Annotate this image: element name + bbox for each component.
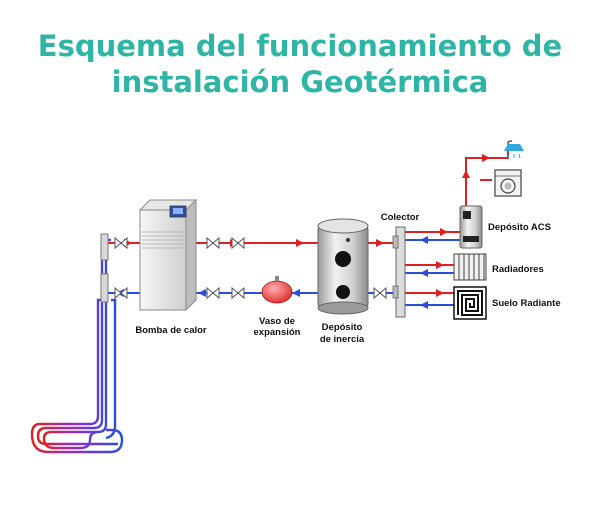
heat-pump-icon — [138, 198, 198, 312]
flow-arrows — [116, 154, 490, 309]
floor-heating-icon — [453, 286, 487, 320]
dhw-tank-icon — [459, 205, 483, 249]
expansion-vessel-label-1: Vaso de — [259, 316, 295, 327]
heat-pump-label: Bomba de calor — [135, 325, 207, 336]
inertia-tank-label-2: de inercia — [320, 334, 365, 345]
valve-icon — [114, 236, 387, 300]
inertia-tank-label-1: Depósito — [322, 322, 363, 333]
washing-machine-icon — [494, 169, 522, 197]
radiators-label: Radiadores — [492, 264, 544, 275]
floor-heating-label: Suelo Radiante — [492, 298, 561, 309]
expansion-vessel-label-2: expansión — [254, 327, 301, 338]
collector-label: Colector — [381, 212, 420, 223]
inertia-tank-icon — [317, 218, 369, 315]
ground-manifold — [100, 233, 109, 303]
radiator-icon — [453, 253, 487, 281]
shower-icon — [504, 140, 524, 159]
ground-loop-icon — [30, 238, 124, 454]
cold-pipes — [108, 239, 460, 306]
page-title: Esquema del funcionamiento de instalació… — [0, 28, 600, 100]
title-line-1: Esquema del funcionamiento de — [37, 29, 563, 63]
expansion-vessel-icon — [261, 276, 293, 304]
collector-icon — [392, 226, 406, 318]
title-line-2: instalación Geotérmica — [111, 65, 489, 99]
dhw-tank-label: Depósito ACS — [488, 222, 551, 233]
